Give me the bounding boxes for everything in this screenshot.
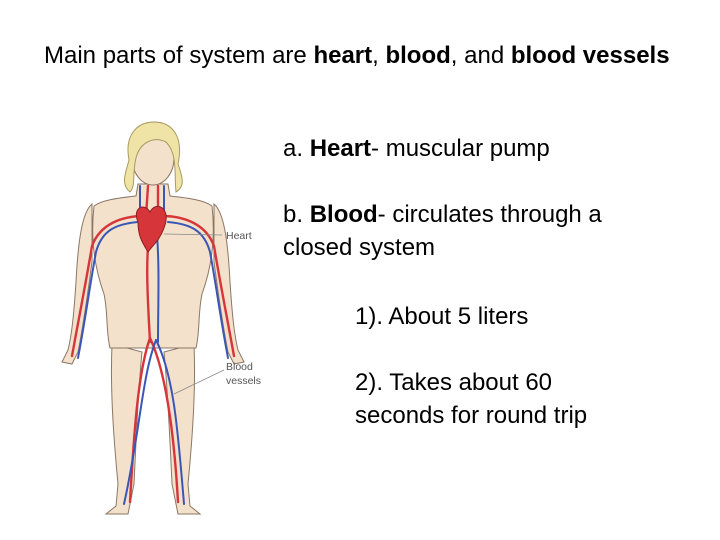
body-silhouette [61,130,245,515]
title-prefix: Main parts of system are [44,42,314,69]
vessels-label-line1: Blood [226,361,253,373]
title-sep1: , [372,42,386,69]
bullet-b-bold: Blood [309,201,378,228]
heart-organ [136,206,167,253]
title-sep2: , and [450,42,511,69]
bullet-a: a. Heart- muscular pump [283,132,550,165]
bullet-a-bold: Heart [309,135,372,162]
bullet-b1: 1). About 5 liters [355,303,529,330]
title-heart: heart [313,42,373,69]
bullet-b-text: - circulates through a closed system [283,201,602,261]
title-blood: blood [385,42,451,69]
heart-leader-line [163,233,223,236]
slide-title: Main parts of system are heart, blood, a… [44,40,684,72]
vessels-label-line2: vessels [226,375,261,387]
bullet-b2: 2). Takes about 60 seconds for round tri… [355,369,588,429]
bullet-a-text: - muscular pump [371,135,550,162]
circulatory-system-figure: Heart Blood vessels [61,121,261,515]
bullet-b: b. Blood- circulates through a closed sy… [283,198,663,264]
vessels-leader-line [173,369,225,395]
heart-label: Heart [226,230,252,242]
bullet-a-prefix: a. [283,135,310,162]
bullet-b-prefix: b. [283,201,310,228]
hair [123,121,183,193]
title-vessels: blood vessels [510,42,670,69]
